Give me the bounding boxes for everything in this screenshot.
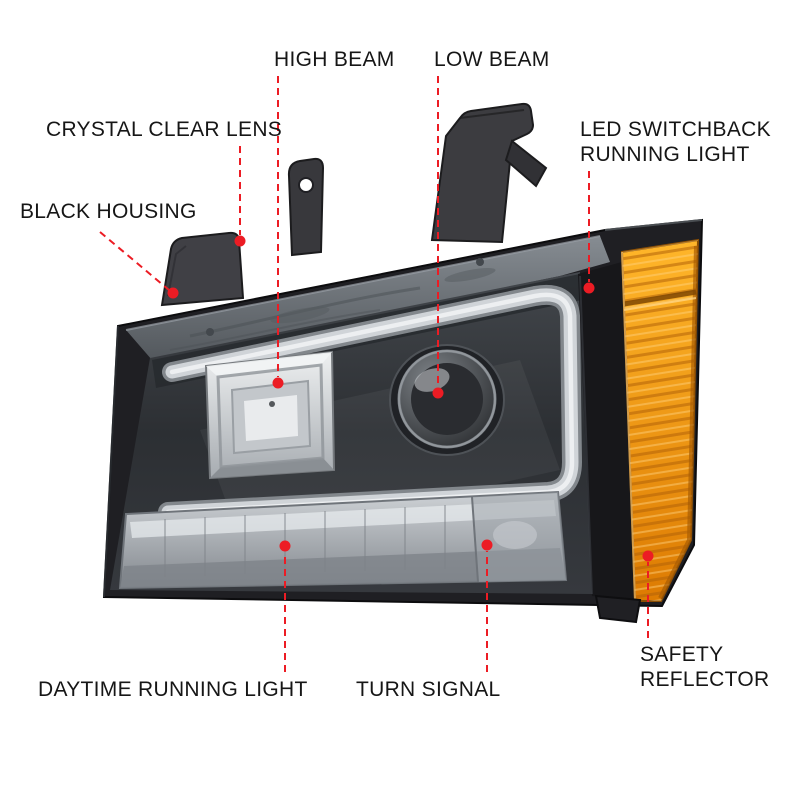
label-led-switchback-line1: LED SWITCHBACK [580,118,771,141]
leader-black-housing [99,231,170,291]
amber-side-reflector [620,238,700,602]
callout-dot-crystal-clear-lens [234,235,246,247]
label-safety-reflector: SAFETY REFLECTOR [640,642,770,692]
screw [206,328,214,336]
callout-dot-high-beam [272,377,284,389]
label-daytime-running-light: DAYTIME RUNNING LIGHT [38,678,308,701]
mounting-bracket-small [287,157,325,257]
turn-signal-bulb [493,521,537,549]
led-light-bar [158,285,582,522]
bracket-hole [298,177,314,193]
label-black-housing: BLACK HOUSING [20,200,197,223]
callout-dot-low-beam [432,387,444,399]
daytime-running-light-strip [118,490,568,590]
label-safety-reflector-line2: REFLECTOR [640,668,770,691]
lower-mounting-tab [594,594,642,624]
label-safety-reflector-line1: SAFETY [640,643,724,666]
label-crystal-clear-lens: CRYSTAL CLEAR LENS [46,118,283,141]
callout-dot-safety-reflector [642,550,654,562]
housing-column [578,262,634,600]
label-low-beam: LOW BEAM [434,48,550,71]
mounting-bracket-large [430,102,535,244]
callout-dot-led-switchback [583,282,595,294]
label-high-beam: HIGH BEAM [274,48,395,71]
low-beam-projector [389,344,505,456]
label-led-switchback-running-light: LED SWITCHBACK RUNNING LIGHT [580,117,771,167]
high-beam-bulb [269,401,275,407]
callout-dot-turn-signal [481,539,493,551]
turn-signal-lens [471,492,566,583]
label-turn-signal: TURN SIGNAL [356,678,501,701]
bracket-arm [504,139,548,188]
callout-dot-daytime-running-light [279,540,291,552]
screw [476,258,484,266]
label-led-switchback-line2: RUNNING LIGHT [580,143,750,166]
high-beam-projector [204,350,336,480]
housing-top-plane [125,235,610,360]
callout-dot-black-housing [167,287,179,299]
mounting-brackets [160,102,548,307]
